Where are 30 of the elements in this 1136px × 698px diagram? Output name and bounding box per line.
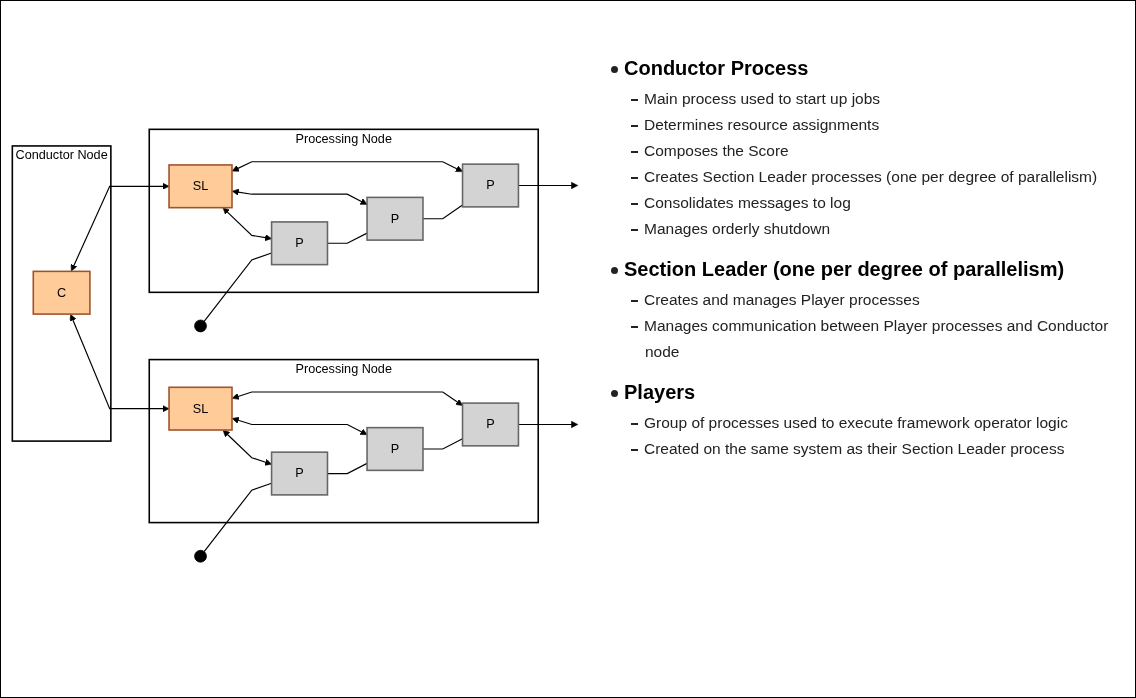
bullet-item: Composes the Score — [644, 142, 789, 159]
bullet-item: Manages communication between Player processes and Conductor node — [644, 317, 1109, 360]
bullet-item: Main process used to start up jobs — [644, 90, 881, 107]
bullet-item: Created on the same system as their Section Leader process — [644, 440, 1065, 457]
arrow — [222, 207, 272, 242]
node-box: P — [366, 196, 424, 242]
bullet-item: Creates Section Leader processes (one per degree of parallelism) — [644, 168, 1098, 185]
bullet-item: Creates and manages Player processes — [644, 291, 920, 308]
node-box: SL — [168, 386, 233, 432]
node-box: C — [32, 270, 91, 316]
section-heading: Conductor Process — [624, 57, 809, 79]
section-heading: Players — [624, 381, 696, 403]
arrow — [70, 183, 170, 272]
bullet-item: Group of processes used to execute framework operator logic — [644, 414, 1068, 431]
arrow — [222, 430, 272, 466]
node-box: P — [270, 451, 329, 496]
node-box: P — [366, 427, 424, 472]
bullet-item: Manages orderly shutdown — [644, 220, 831, 237]
arrow — [232, 391, 463, 407]
bullet-item: Determines resource assignments — [644, 116, 880, 133]
node-box: P — [270, 221, 329, 266]
node-box: P — [461, 163, 520, 208]
connector — [422, 204, 464, 220]
arrow — [232, 417, 368, 436]
arrow — [232, 189, 368, 205]
section-heading: Section Leader (one per degree of parallelism) — [624, 258, 1065, 280]
node-box: SL — [168, 164, 233, 209]
arrow — [69, 314, 170, 413]
bullet-item: Consolidates messages to log — [644, 194, 851, 211]
node-box: P — [461, 402, 520, 447]
